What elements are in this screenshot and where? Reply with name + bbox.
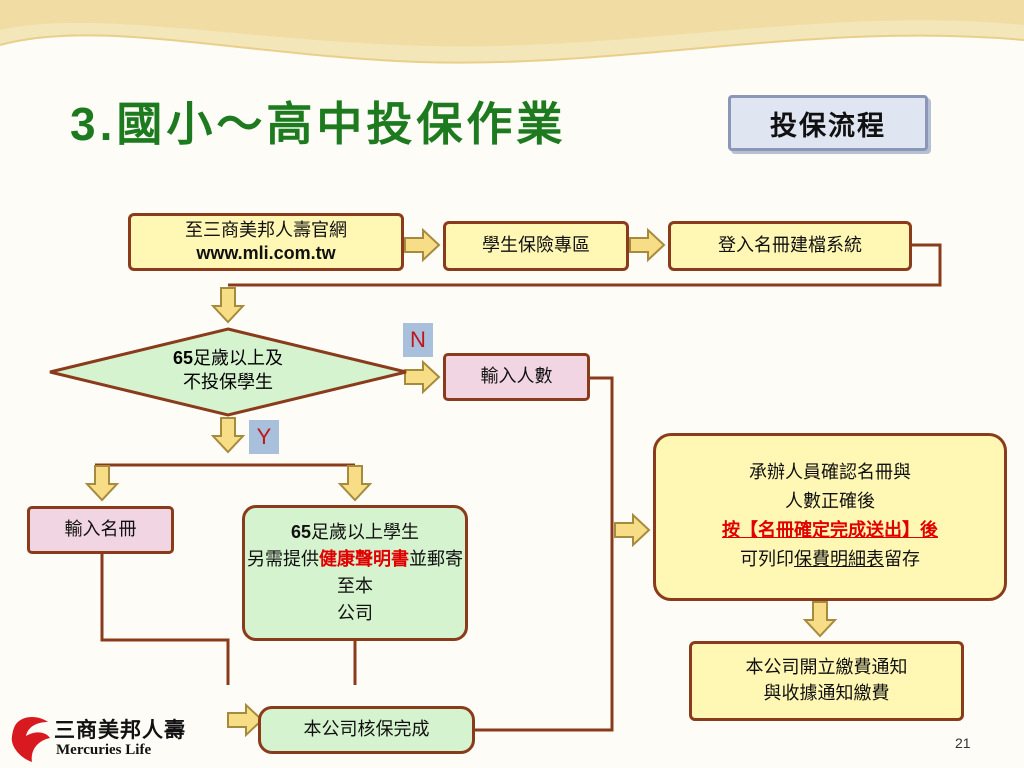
logo-flame-icon bbox=[11, 717, 50, 762]
company-logo: 三商美邦人壽 Mercuries Life bbox=[6, 712, 196, 764]
yes-label: Y bbox=[249, 420, 279, 454]
step-visit-website: 至三商美邦人壽官網 www.mli.com.tw bbox=[128, 213, 404, 271]
step-enter-roster: 輸入名冊 bbox=[27, 506, 174, 554]
step-login-roster-system: 登入名冊建檔系統 bbox=[668, 221, 912, 271]
no-label: N bbox=[403, 323, 433, 357]
page-title: 3.國小～高中投保作業 bbox=[70, 97, 567, 151]
step-over65-health-statement: 65足歲以上學生 另需提供健康聲明書並郵寄至本 公司 bbox=[242, 505, 468, 641]
step-confirm-roster: 承辦人員確認名冊與 人數正確後 按【名冊確定完成送出】後 可列印保費明細表留存 bbox=[653, 433, 1007, 601]
process-tag: 投保流程 bbox=[728, 95, 928, 151]
step-payment-notice: 本公司開立繳費通知 與收據通知繳費 bbox=[689, 641, 964, 721]
decision-label: 65足歲以上及 不投保學生 bbox=[172, 348, 284, 394]
step-underwriting-complete: 本公司核保完成 bbox=[258, 706, 475, 754]
logo-chinese-name: 三商美邦人壽 bbox=[54, 718, 186, 742]
decision-diamond bbox=[49, 327, 407, 417]
header-wave-decoration bbox=[0, 0, 1024, 64]
logo-english-name: Mercuries Life bbox=[56, 742, 152, 758]
page-number: 21 bbox=[955, 735, 971, 751]
step-enter-count: 輸入人數 bbox=[443, 353, 590, 401]
step-student-insurance-zone: 學生保險專區 bbox=[443, 221, 629, 271]
